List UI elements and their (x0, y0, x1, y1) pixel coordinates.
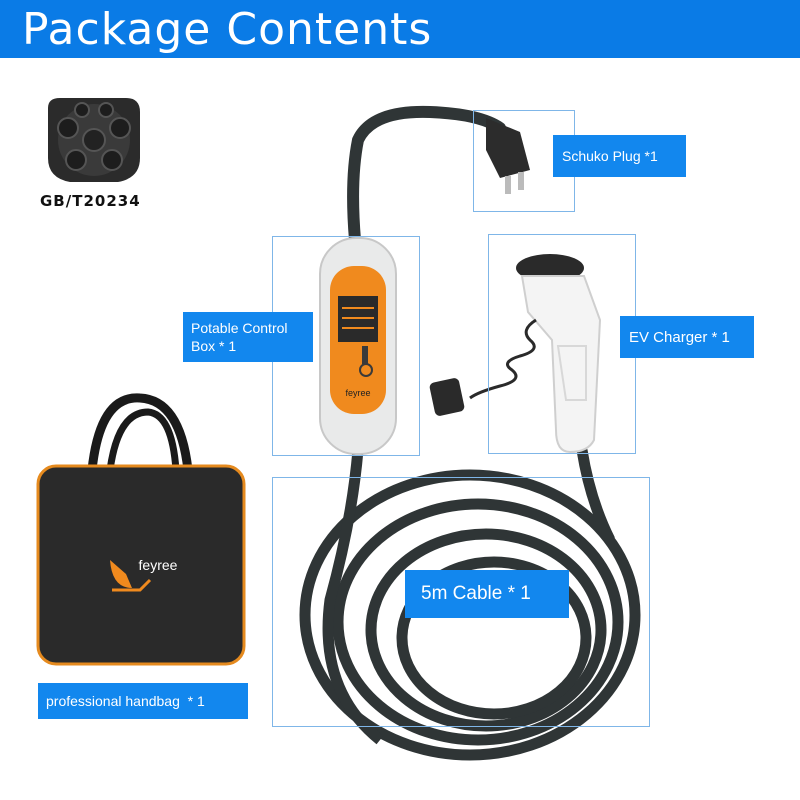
schuko-plug-label-text: Schuko Plug *1 (562, 148, 658, 164)
page-header: Package Contents (0, 0, 800, 58)
schuko-plug-icon (486, 118, 530, 194)
control-box-label-line2: Box * 1 (191, 338, 237, 354)
cable-frame (272, 477, 650, 727)
handbag-label-text: professional handbag * 1 (46, 693, 205, 709)
control-box-label: Potable Control Box * 1 (183, 312, 313, 362)
gbt-connector-icon (48, 98, 140, 182)
ev-charger-label-text: EV Charger * 1 (629, 328, 730, 346)
handbag-label: professional handbag * 1 (38, 683, 248, 719)
page-title: Package Contents (22, 4, 433, 55)
schuko-plug-label: Schuko Plug *1 (553, 135, 686, 177)
cable-label-text: 5m Cable * 1 (421, 583, 531, 604)
handbag-brand: feyree (139, 557, 178, 573)
ev-charger-icon (429, 254, 602, 454)
connector-type-label: GB/T20234 (40, 192, 141, 210)
cable-label: 5m Cable * 1 (405, 570, 569, 618)
control-box-icon (319, 237, 397, 455)
ev-charger-frame (488, 234, 636, 454)
control-box-brand: feyree (345, 388, 370, 398)
handbag-icon (36, 393, 246, 666)
ev-charger-label: EV Charger * 1 (620, 316, 754, 358)
control-box-label-line1: Potable Control (191, 320, 288, 336)
